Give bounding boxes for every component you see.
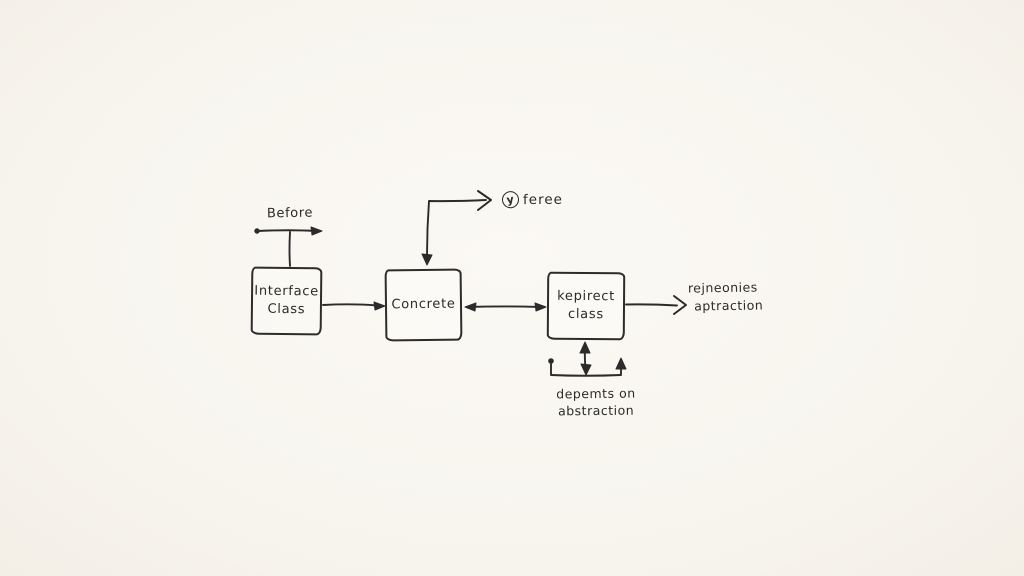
edge-kepirect-bracket <box>548 341 627 377</box>
circled-y-icon: y <box>500 190 521 210</box>
feree-text: feree <box>522 191 564 208</box>
node-interface-class: Interface Class <box>250 266 323 336</box>
edge-before-arrow <box>254 226 323 267</box>
bottom-annotation: depemts on abstraction <box>536 385 656 419</box>
bottom-annotation-line2: abstraction <box>557 402 635 419</box>
edge-kepirect-to-annotation <box>625 295 687 315</box>
right-annotation: rejneonies aptraction <box>687 279 764 314</box>
node-kepirect-class: kepirect class <box>546 271 626 341</box>
node-kepirect-class-label: kepirect class <box>557 289 616 323</box>
bottom-annotation-line1: depemts on <box>556 385 636 402</box>
edge-interface-to-concrete <box>322 301 386 311</box>
feree-label: y feree <box>500 190 564 210</box>
node-concrete-label: Concrete <box>391 296 456 313</box>
right-annotation-line2: aptraction <box>694 297 764 314</box>
edge-concrete-kepirect-double <box>464 302 547 312</box>
right-annotation-line1: rejneonies <box>687 279 758 296</box>
before-label: Before <box>266 205 314 222</box>
node-concrete: Concrete <box>384 268 463 342</box>
edge-concrete-top-bent <box>421 190 492 266</box>
node-interface-class-label: Interface Class <box>254 284 319 318</box>
